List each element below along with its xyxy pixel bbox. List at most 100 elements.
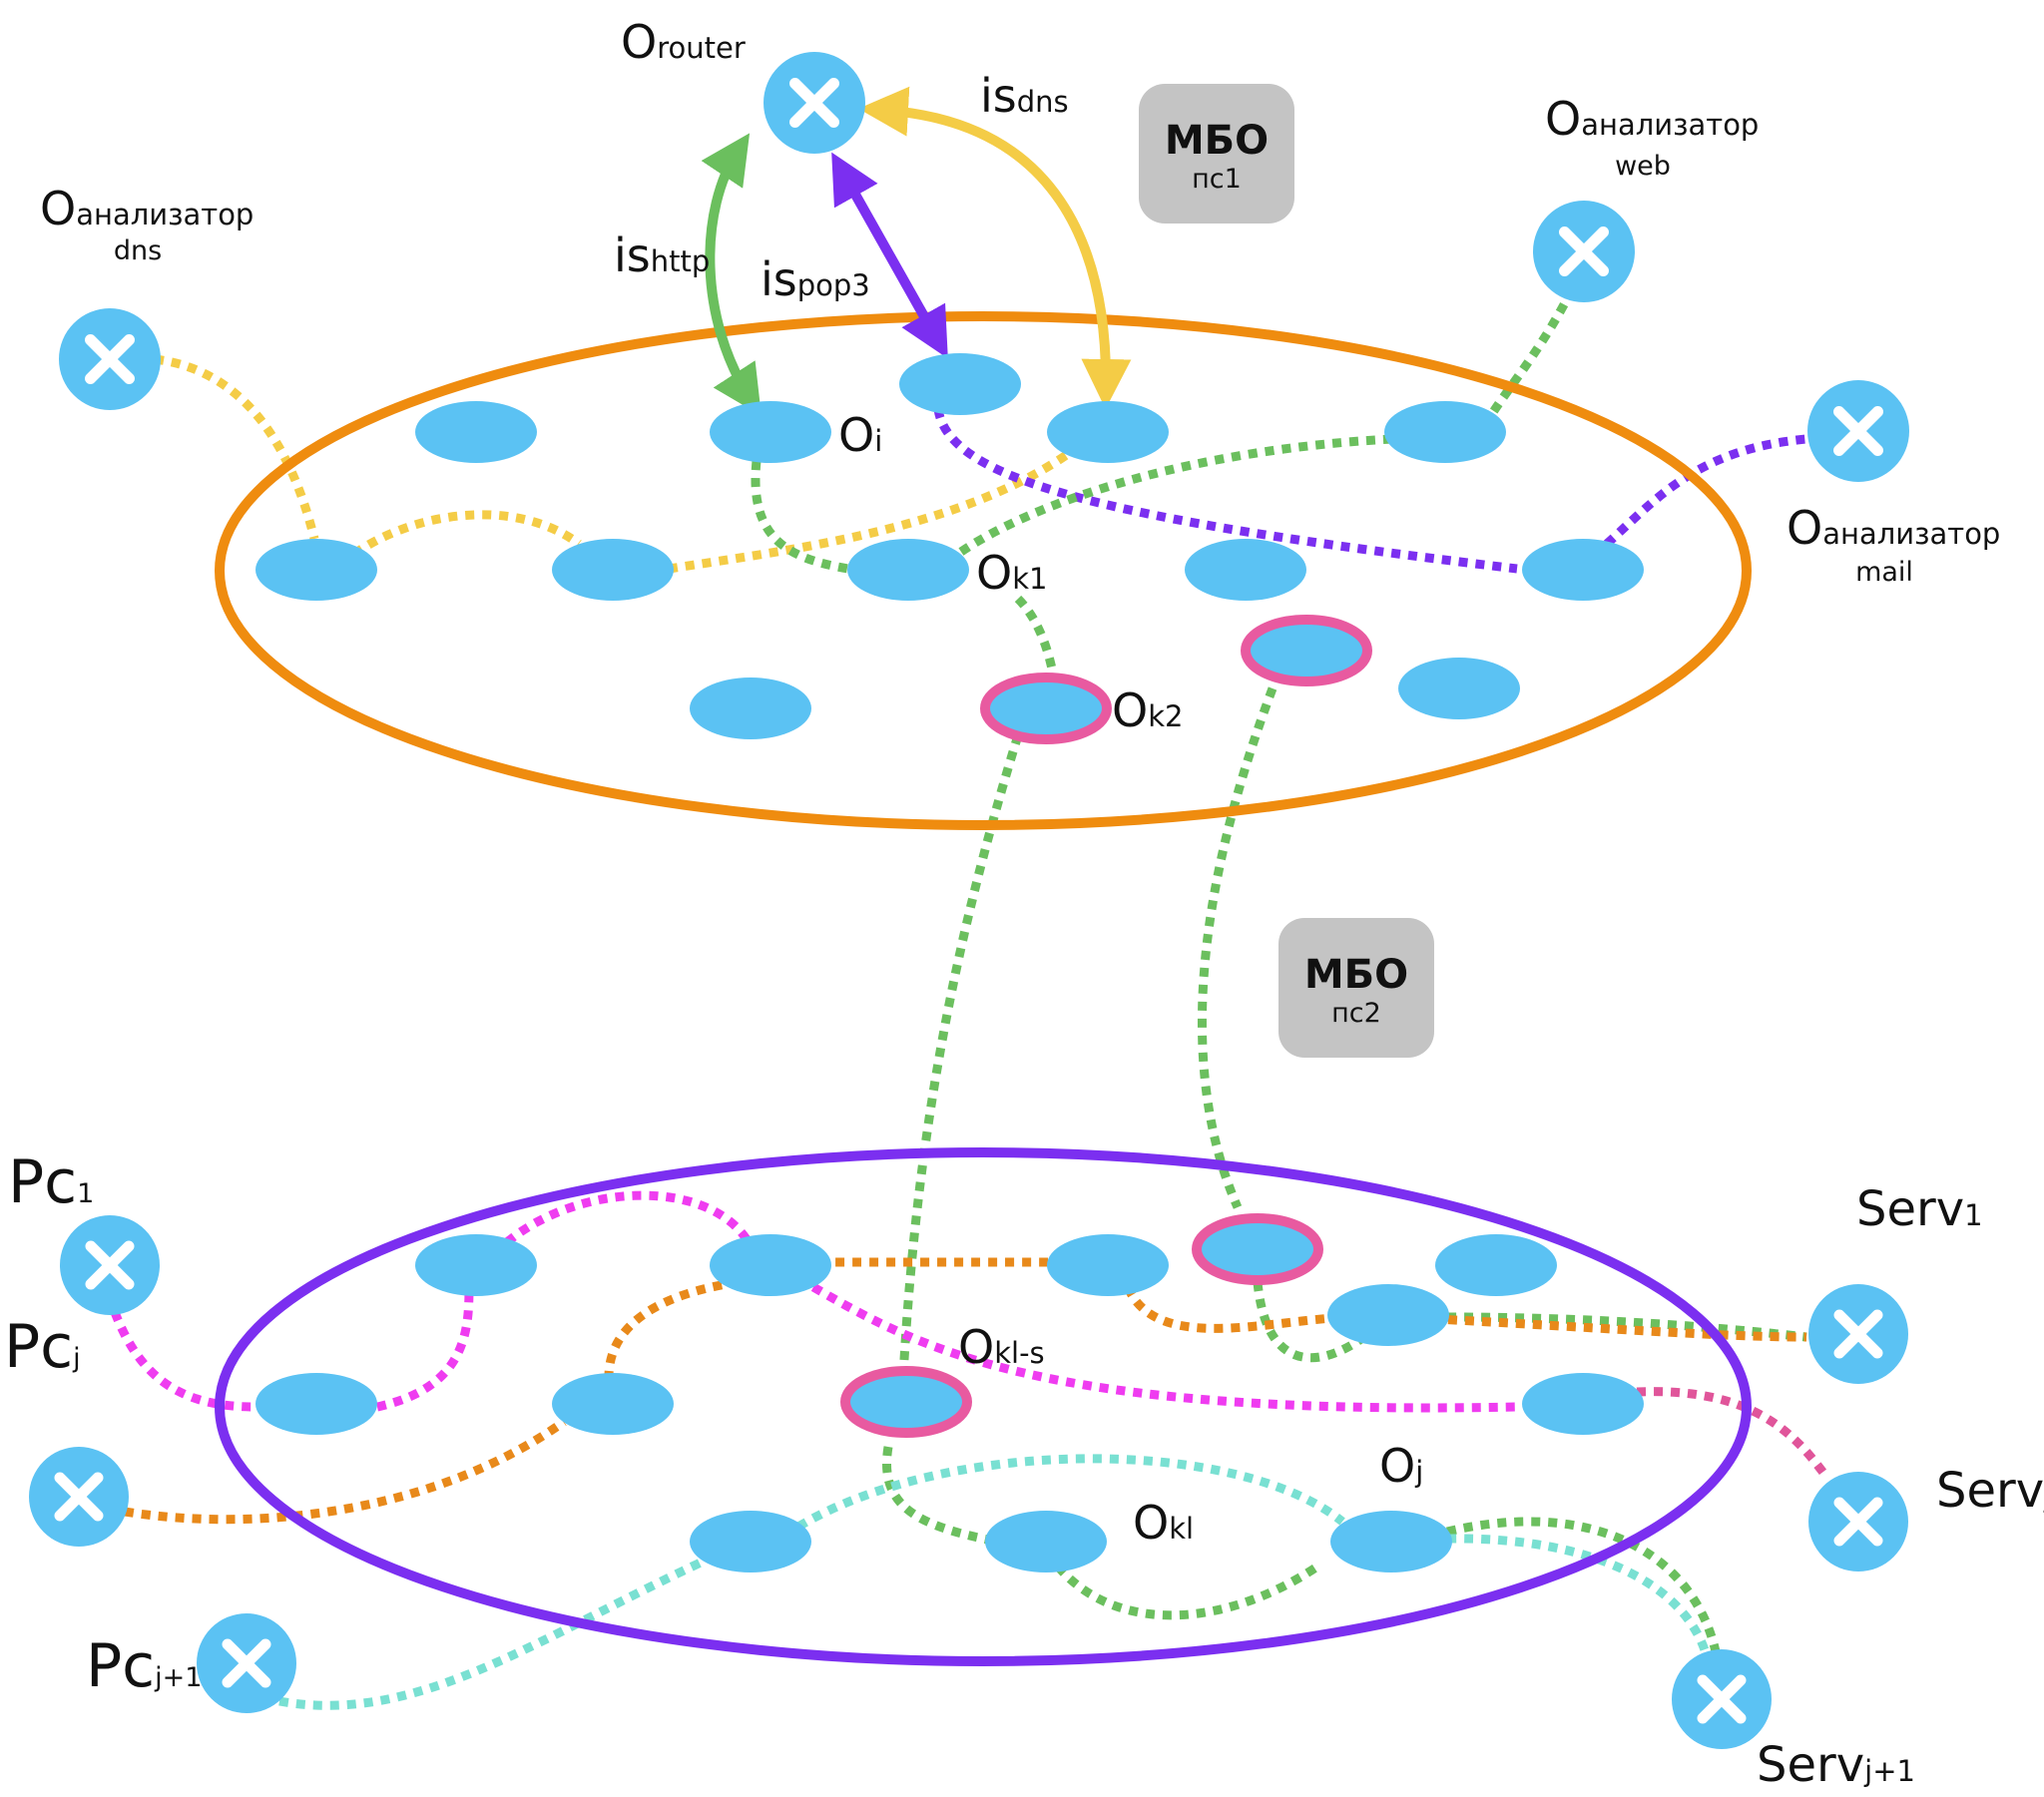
close-x-icon: [85, 1240, 135, 1290]
network-object-node[interactable]: [1384, 401, 1506, 463]
green-link: [882, 1446, 999, 1547]
upper-layer-nodes: [256, 353, 1644, 744]
magenta-link: [376, 1281, 474, 1412]
servj1-label: Servj+1: [1757, 1737, 1915, 1793]
terminal-nodes: [29, 52, 1909, 1749]
network-object-node[interactable]: [552, 539, 674, 601]
labels: Orouter Oанализатор dns Oанализатор web …: [4, 15, 2044, 1793]
mail-analyzer-link: [1603, 434, 1807, 548]
pcj-terminal[interactable]: [29, 1447, 129, 1547]
serv1-link: [1446, 1312, 1807, 1342]
close-x-icon: [1833, 1497, 1883, 1547]
network-object-node[interactable]: [710, 1234, 831, 1296]
mbo-box-1: МБО пс1: [1139, 84, 1294, 224]
node-okl-s-label: Okl-s: [958, 1320, 1045, 1374]
network-object-node[interactable]: [710, 401, 831, 463]
is-pop3-label: ispop3: [761, 252, 870, 306]
network-object-node[interactable]: [690, 1511, 811, 1572]
servj-terminal[interactable]: [1808, 1472, 1908, 1572]
dns-analyzer-terminal[interactable]: [59, 308, 161, 410]
yellow-chain-link: [668, 450, 1071, 574]
network-object-node[interactable]: [1522, 1373, 1644, 1435]
router-label: Orouter: [621, 15, 746, 69]
dns-analyzer-link: [154, 354, 319, 541]
servj-link: [1636, 1387, 1830, 1480]
node-ok1-label: Ok1: [976, 546, 1047, 600]
green-link: [1014, 595, 1058, 674]
close-x-icon: [222, 1638, 271, 1688]
node-oi-label: Oi: [838, 408, 882, 462]
network-object-node[interactable]: [690, 677, 811, 739]
magenta-link: [810, 1283, 1518, 1413]
network-object-node[interactable]: [415, 401, 537, 463]
network-object-node[interactable]: [1330, 1511, 1452, 1572]
pcj1-label: Pcj+1: [86, 1631, 202, 1701]
is-http-arrow: [701, 133, 762, 416]
servj1-link: [1446, 1534, 1712, 1658]
green-link: [751, 460, 849, 574]
pcj1-terminal[interactable]: [197, 1613, 296, 1713]
serv1-label: Serv1: [1856, 1181, 1983, 1237]
is-dns-arrow: [858, 86, 1132, 409]
green-link: [1253, 1281, 1391, 1363]
close-x-icon: [789, 78, 839, 128]
dns-analyzer-sublabel: dns: [114, 235, 162, 266]
network-object-node[interactable]: [256, 1373, 377, 1435]
mbo-box-title: МБО: [1304, 952, 1408, 998]
network-object-node[interactable]: [847, 539, 969, 601]
yellow-chain-link: [351, 510, 582, 558]
close-x-icon: [1559, 226, 1609, 276]
mbo-box-title: МБО: [1165, 118, 1269, 164]
mail-analyzer-terminal[interactable]: [1807, 380, 1909, 482]
highlighted-node[interactable]: [840, 1366, 972, 1438]
web-analyzer-terminal[interactable]: [1533, 201, 1635, 302]
mbo-box-subtitle: пс2: [1331, 998, 1381, 1029]
pc1-link: [110, 1310, 256, 1412]
network-object-node[interactable]: [1435, 1234, 1557, 1296]
green-link: [955, 434, 1393, 558]
lower-layer-nodes: [256, 1213, 1644, 1572]
highlighted-node[interactable]: [1241, 615, 1372, 686]
dns-analyzer-label: Oанализатор: [40, 182, 254, 235]
web-analyzer-label: Oанализатор: [1545, 92, 1759, 146]
network-object-node[interactable]: [415, 1234, 537, 1296]
node-okl-label: Okl: [1133, 1496, 1194, 1550]
is-dns-label: isdns: [980, 69, 1069, 123]
pcj-label: Pcj: [4, 1312, 81, 1382]
serv1-link: [1396, 1312, 1807, 1342]
pc1-terminal[interactable]: [60, 1215, 160, 1315]
close-x-icon: [1697, 1674, 1747, 1724]
lower-layer-ellipse: [215, 1147, 1752, 1666]
network-object-node[interactable]: [1522, 539, 1644, 601]
green-interlayer-link: [898, 733, 1023, 1378]
orange-link: [1123, 1285, 1358, 1333]
green-link: [1054, 1563, 1320, 1620]
network-object-node[interactable]: [1047, 1234, 1169, 1296]
mail-analyzer-label: Oанализатор: [1787, 501, 2000, 555]
connections: [110, 286, 1830, 1710]
router-terminal[interactable]: [764, 52, 865, 154]
node-oj-label: Oj: [1379, 1439, 1423, 1493]
pc-link: [124, 1418, 567, 1525]
network-object-node[interactable]: [1185, 539, 1306, 601]
node-ok2-label: Ok2: [1112, 683, 1183, 737]
network-object-node[interactable]: [1327, 1284, 1449, 1346]
network-object-node[interactable]: [899, 353, 1021, 415]
pcj1-link: [278, 1552, 716, 1710]
web-analyzer-sublabel: web: [1615, 151, 1671, 182]
mbo-box-2: МБО пс2: [1278, 918, 1434, 1058]
network-object-node[interactable]: [256, 539, 377, 601]
network-object-node[interactable]: [1398, 658, 1520, 719]
highlighted-node[interactable]: [1192, 1213, 1323, 1285]
network-object-node[interactable]: [552, 1373, 674, 1435]
network-object-node[interactable]: [1047, 401, 1169, 463]
network-object-node[interactable]: [985, 1511, 1107, 1572]
mbo-box-subtitle: пс1: [1192, 164, 1242, 195]
servj1-terminal[interactable]: [1672, 1649, 1772, 1749]
is-http-label: ishttp: [614, 228, 710, 282]
magenta-link: [504, 1190, 753, 1246]
highlighted-node[interactable]: [980, 673, 1112, 744]
serv1-terminal[interactable]: [1808, 1284, 1908, 1384]
close-x-icon: [1833, 406, 1883, 456]
